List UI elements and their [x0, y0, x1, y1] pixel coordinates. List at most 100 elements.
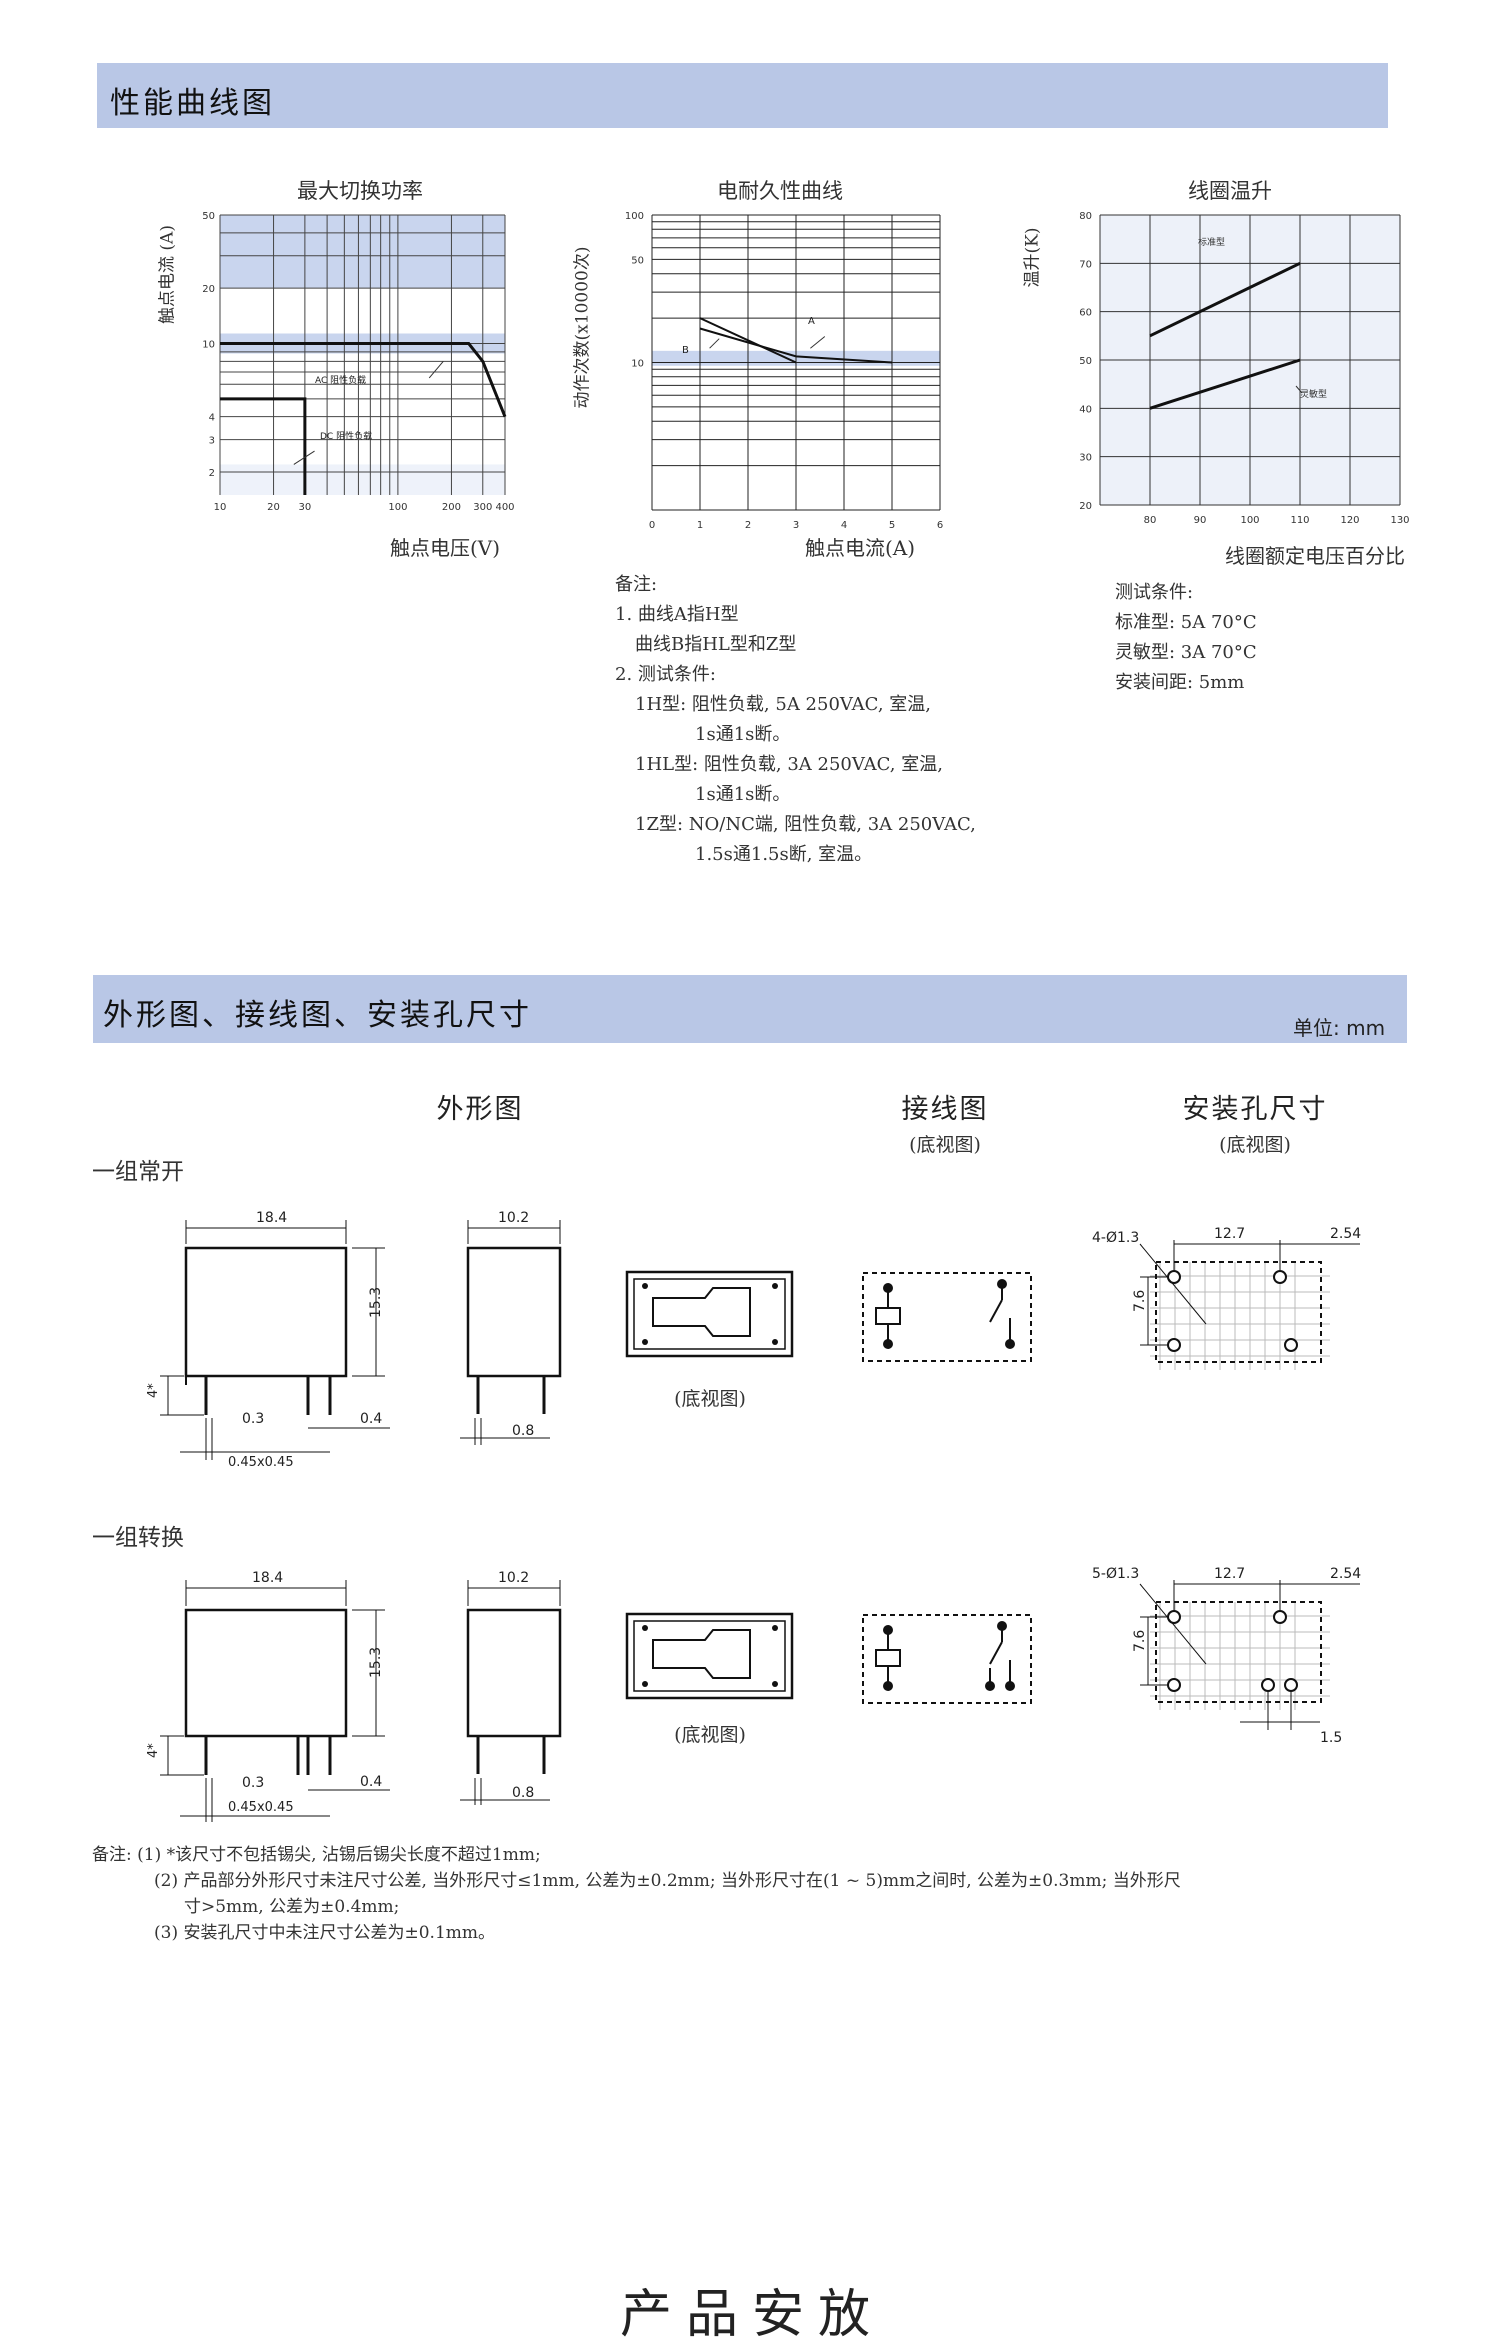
chart-band: [220, 215, 505, 289]
y-tick-label: 100: [625, 211, 644, 222]
x-tick-label: 0: [649, 520, 655, 531]
dim-pin-w: 0.4: [360, 1774, 382, 1790]
x-tick-label: 200: [442, 502, 461, 513]
x-tick-label: 90: [1194, 515, 1207, 526]
row-label-normally-open: 一组常开: [92, 1159, 184, 1185]
footnote-line: 寸>5mm, 公差为±0.4mm;: [184, 1897, 400, 1917]
y-tick-label: 70: [1079, 259, 1092, 270]
wiring-diagram-2: [862, 1614, 1032, 1704]
footnotes: 备注: (1) *该尺寸不包括锡尖, 沾锡后锡尖长度不超过1mm; (2) 产品…: [92, 1842, 1181, 1946]
outline-side-1: 10.2 0.8: [460, 1210, 562, 1445]
x-tick-label: 6: [937, 520, 943, 531]
outline-front-1: 18.4 15.3 4* 0.3 0.4 0.45x0.45: [146, 1210, 390, 1470]
x-tick-label: 20: [267, 502, 280, 513]
dim-pin-len: 4*: [146, 1743, 161, 1758]
hole-row-pitch: 7.6: [1132, 1290, 1148, 1312]
note-line: 曲线B指HL型和Z型: [635, 634, 797, 655]
header-holes: 安装孔尺寸: [1182, 1094, 1328, 1125]
hole-row-pitch: 7.6: [1132, 1630, 1148, 1652]
note-line: 安装间距: 5mm: [1115, 672, 1245, 693]
y-tick-label: 50: [202, 211, 215, 222]
temp-notes: 测试条件: 标准型: 5A 70°C 灵敏型: 3A 70°C 安装间距: 5m…: [1115, 578, 1257, 698]
y-tick-label: 20: [202, 284, 215, 295]
series-sensitive-line: [1149, 358, 1301, 410]
bottom-section-title: 产品安放: [620, 2285, 885, 2345]
x-tick-label: 100: [1240, 515, 1259, 526]
y-tick-label: 50: [631, 255, 644, 266]
chart-endurance-label-b: B: [682, 345, 689, 356]
x-tick-label: 3: [793, 520, 799, 531]
y-tick-label: 20: [1079, 501, 1092, 512]
x-tick-label: 10: [214, 502, 227, 513]
hole-pitch: 12.7: [1214, 1226, 1245, 1242]
y-tick-label: 10: [631, 359, 644, 370]
note-line: 测试条件:: [1115, 582, 1194, 603]
footnote-line: 备注: (1) *该尺寸不包括锡尖, 沾锡后锡尖长度不超过1mm;: [92, 1845, 541, 1865]
wiring-diagram-1: [862, 1272, 1032, 1362]
dim-pin-w: 0.4: [360, 1411, 382, 1427]
section-outline-band: [93, 975, 1407, 1043]
hole-pitch: 12.7: [1214, 1566, 1245, 1582]
bottom-view-caption-2: (底视图): [674, 1724, 746, 1746]
dim-pin-sect: 0.45x0.45: [228, 1800, 294, 1815]
hole-pitch2: 2.54: [1330, 1566, 1361, 1582]
chart-endurance-ylabel: 动作次数(x10000次): [572, 246, 593, 409]
series-dc-line: [220, 397, 307, 495]
dim-width: 18.4: [252, 1570, 283, 1586]
note-line: 灵敏型: 3A 70°C: [1115, 642, 1257, 663]
leader-line: [810, 336, 826, 349]
header-wiring: 接线图: [901, 1094, 989, 1125]
x-tick-label: 110: [1290, 515, 1309, 526]
x-tick-label: 30: [299, 502, 312, 513]
x-tick-label: 300: [473, 502, 492, 513]
chart-temp-ylabel: 温升(K): [1022, 227, 1043, 288]
chart-power-dc-label: DC 阻性负载: [320, 430, 372, 442]
chart-temp-std-label: 标准型: [1198, 236, 1225, 248]
chart-power-xlabel: 触点电压(V): [390, 536, 501, 560]
section-performance-band: [97, 63, 1388, 128]
note-line: 1s通1s断。: [695, 784, 791, 805]
note-line: 1HL型: 阻性负载, 3A 250VAC, 室温,: [635, 754, 943, 775]
x-tick-label: 2: [745, 520, 751, 531]
header-wiring-sub: (底视图): [909, 1134, 981, 1156]
bottom-view-2: [625, 1612, 794, 1700]
unit-label: 单位: mm: [1293, 1016, 1386, 1040]
chart-temp-sens-label: 灵敏型: [1300, 388, 1327, 400]
hole-diameter: 5-Ø1.3: [1092, 1566, 1139, 1582]
chart-temp-xlabel: 线圈额定电压百分比: [1225, 544, 1405, 568]
leader-line: [709, 338, 720, 349]
series-ac-line: [220, 342, 507, 418]
note-line: 1. 曲线A指H型: [615, 604, 739, 625]
y-tick-label: 2: [209, 468, 215, 479]
outline-front-2: 18.4 15.3 4* 0.3 0.4 0.45x0.45: [146, 1570, 390, 1822]
chart-temp-title: 线圈温升: [1188, 179, 1272, 203]
footnote-line: (2) 产品部分外形尺寸未注尺寸公差, 当外形尺寸≤1mm, 公差为±0.2mm…: [154, 1871, 1181, 1891]
leader-line: [293, 450, 315, 465]
section-outline-title: 外形图、接线图、安装孔尺寸: [103, 998, 532, 1033]
chart-endurance-title: 电耐久性曲线: [717, 179, 843, 203]
x-tick-label: 4: [841, 520, 847, 531]
row-label-changeover: 一组转换: [92, 1525, 184, 1551]
x-tick-label: 100: [388, 502, 407, 513]
y-tick-label: 60: [1079, 308, 1092, 319]
endurance-notes: 备注: 1. 曲线A指H型 曲线B指HL型和Z型 2. 测试条件: 1H型: 阻…: [615, 570, 976, 870]
dim-pin-gap: 0.3: [242, 1775, 264, 1791]
dim-height: 15.3: [368, 1647, 384, 1678]
dim-side-pin: 0.8: [512, 1423, 534, 1439]
x-tick-label: 400: [495, 502, 514, 513]
note-line: 标准型: 5A 70°C: [1115, 612, 1257, 633]
mounting-holes-2: 5-Ø1.3 12.7 2.54 7.6 1.5: [1092, 1566, 1361, 1746]
chart-power-ylabel: 触点电流 (A): [157, 225, 178, 324]
note-line: 1H型: 阻性负载, 5A 250VAC, 室温,: [635, 694, 931, 715]
note-line: 2. 测试条件:: [615, 664, 716, 685]
y-tick-label: 10: [202, 340, 215, 351]
bottom-view-1: [625, 1270, 794, 1358]
dim-pin-gap: 0.3: [242, 1411, 264, 1427]
bottom-view-caption-1: (底视图): [674, 1388, 746, 1410]
dim-side-pin: 0.8: [512, 1785, 534, 1801]
outline-side-2: 10.2 0.8: [460, 1570, 562, 1805]
chart-band: [220, 464, 505, 495]
footnote-line: (3) 安装孔尺寸中未注尺寸公差为±0.1mm。: [154, 1923, 496, 1943]
